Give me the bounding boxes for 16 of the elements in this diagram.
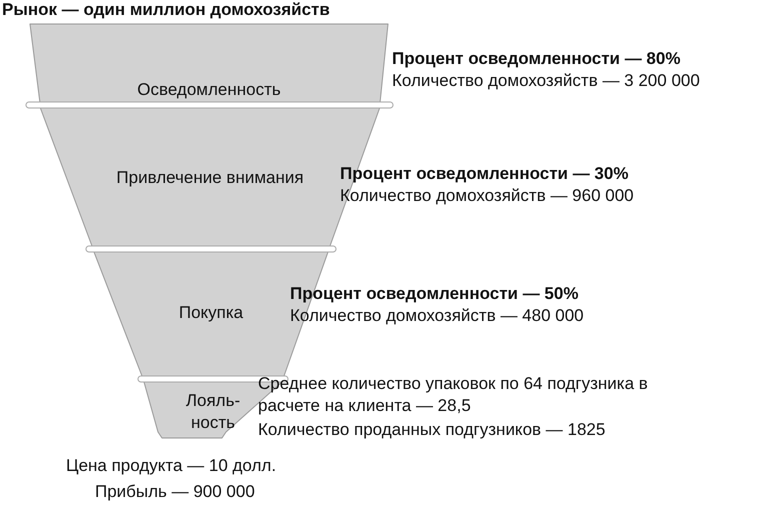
stage-households: Количество домохозяйств — 480 000 xyxy=(290,305,584,327)
title: Рынок — один миллион домохозяйств xyxy=(2,0,330,20)
stage-name: Покупка xyxy=(178,302,244,324)
note-text: Цена продукта — 10 долл. xyxy=(66,455,278,477)
note-text: Количество проданных подгузников — 1825 xyxy=(258,419,606,441)
stage-name: Привлечение внимания xyxy=(116,167,304,189)
stage-households: Количество домохозяйств — 960 000 xyxy=(340,185,634,207)
stage-name: Осведомленность xyxy=(137,79,281,101)
note-text: Среднее количество упаковок по 64 подгузника в расчете на клиента — 28,5 xyxy=(258,373,649,417)
stage-percentage: Процент осведомленности — 80% xyxy=(392,48,682,70)
note-text: Прибыль — 900 000 xyxy=(95,481,256,503)
stage-households: Количество домохозяйств — 3 200 000 xyxy=(392,70,700,92)
stage-percentage: Процент осведомленности — 30% xyxy=(340,163,630,185)
stage-percentage: Процент осведомленности — 50% xyxy=(290,283,580,305)
stage-name: Лояль- ность xyxy=(184,390,242,434)
funnel-band xyxy=(30,24,388,103)
